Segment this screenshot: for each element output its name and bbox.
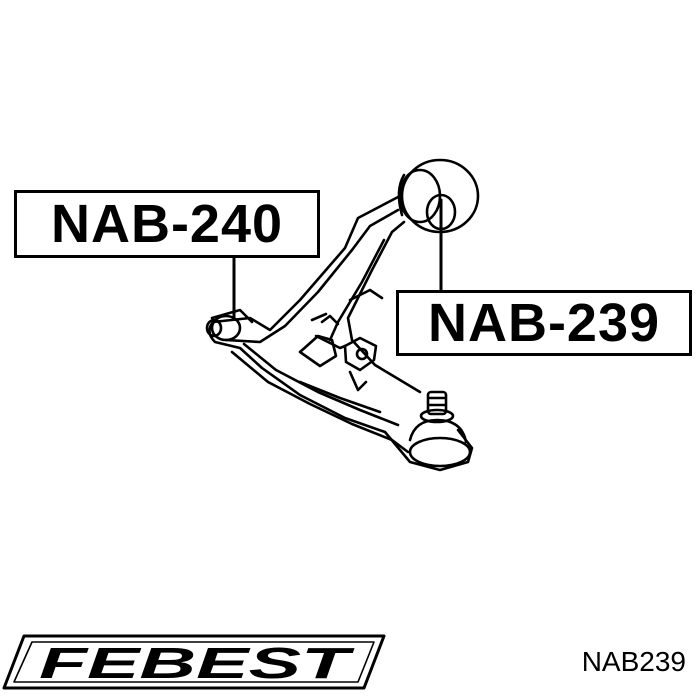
febest-logo: FEBEST [2,634,386,690]
part-number-caption: NAB239 [581,646,686,677]
front-bushing [205,308,254,342]
rear-bushing [397,158,480,234]
central-bracket [298,314,378,392]
arm-inner-edge [224,208,400,344]
part-label-nab-240: NAB-240 [14,190,320,258]
arm-outer-edge [211,194,422,394]
ball-joint [408,390,472,468]
part-label-nab-239: NAB-239 [396,290,692,356]
febest-logo-text: FEBEST [39,639,355,688]
arm-lower-body [208,320,474,472]
